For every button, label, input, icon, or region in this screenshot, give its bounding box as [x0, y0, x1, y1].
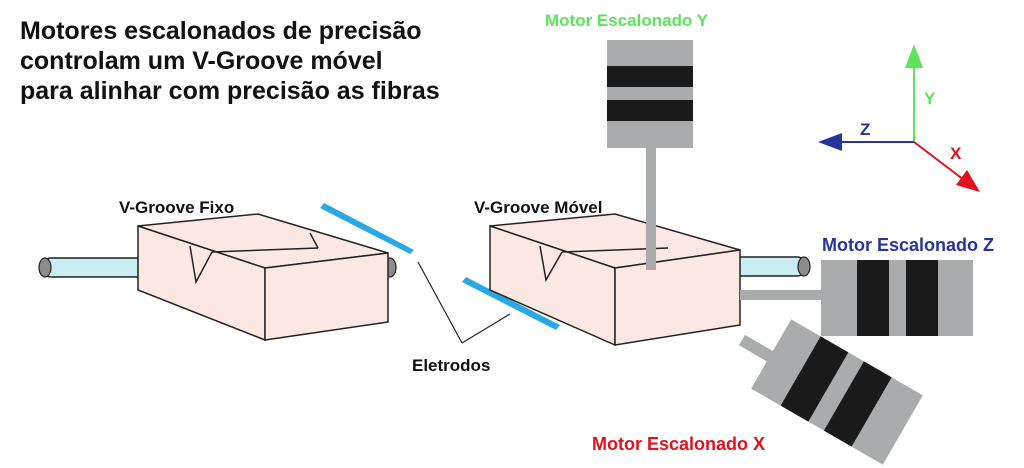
motor-y	[607, 40, 693, 270]
label-moving-vgroove: V-Groove Móvel	[474, 198, 603, 217]
moving-block-right	[614, 249, 741, 346]
motor-y-band-2	[607, 100, 693, 121]
moving-groove	[539, 245, 563, 283]
z-axis-arrow-icon	[818, 133, 842, 151]
motor-x-band-1	[780, 336, 849, 422]
y-axis-arrow-icon	[905, 44, 923, 68]
motor-x-band-2	[823, 361, 892, 447]
x-axis-line	[913, 141, 965, 181]
axis-gizmo	[818, 44, 980, 192]
motor-z-shaft	[740, 290, 822, 300]
motor-x-body	[751, 319, 923, 465]
motor-y-shaft	[646, 148, 656, 270]
fixed-block-right	[264, 252, 389, 341]
axis-label-z: Z	[860, 120, 871, 139]
label-electrodes: Eletrodos	[412, 356, 491, 375]
moving-fiber-end-right	[797, 256, 811, 277]
electrode-pointer-2	[461, 313, 511, 344]
fixed-fiber-end-left	[38, 257, 52, 278]
motor-y-body	[607, 40, 693, 148]
motor-z-band-1	[857, 260, 889, 336]
motor-z-band-2	[906, 260, 938, 336]
motor-z	[740, 260, 973, 336]
electrode-top	[320, 203, 414, 254]
label-motor-z: Motor Escalonado Z	[822, 235, 995, 255]
x-axis-arrow-icon	[956, 170, 980, 192]
fixed-groove	[189, 245, 213, 285]
axis-label-x: X	[950, 144, 962, 163]
title-line-2: controlam um V-Groove móvel	[20, 47, 383, 75]
electrodes	[320, 203, 560, 344]
electrode-bottom	[462, 277, 560, 330]
title-line-3: para alinhar com precisão as fibras	[20, 77, 440, 105]
title-line-1: Motores escalonados de precisão	[20, 17, 422, 45]
motor-x	[738, 319, 923, 465]
label-fixed-vgroove: V-Groove Fixo	[119, 198, 235, 217]
electrode-pointer-1	[417, 261, 463, 344]
fixed-vgroove-assembly	[38, 213, 397, 342]
label-motor-x: Motor Escalonado X	[592, 434, 766, 454]
motor-z-body	[821, 260, 973, 336]
axis-label-y: Y	[924, 89, 936, 108]
label-motor-y: Motor Escalonado Y	[545, 11, 709, 30]
motor-y-band-1	[607, 66, 693, 87]
